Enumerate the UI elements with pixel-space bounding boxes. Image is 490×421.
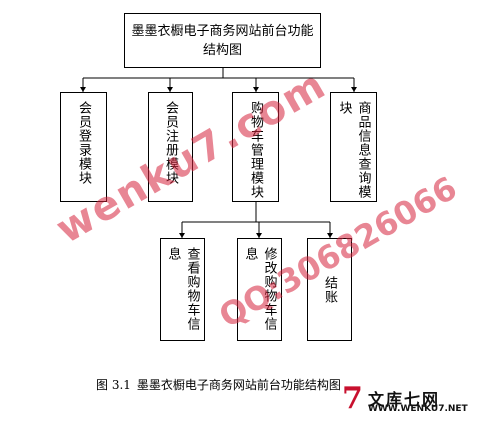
logo-url: WWW.WENKU7.NET [368,404,468,414]
submodule-checkout: 结账 [307,238,352,341]
module-label: 会员注册模块 [163,101,178,185]
module-label: 商品信息查询模块 [336,101,371,199]
module-product-search: 商品信息查询模块 [330,92,377,202]
module-cart-management: 购物车管理模块 [232,92,279,202]
logo-name: 文库七网 [368,390,441,409]
submodule-label: 结账 [322,275,337,304]
submodule-label: 查看购物车信息 [165,247,200,331]
root-node: 墨墨衣橱电子商务网站前台功能结构图 [124,13,321,68]
figure-caption: 图 3.1 墨墨衣橱电子商务网站前台功能结构图 [96,376,341,393]
figure-number: 图 3.1 [96,378,131,392]
submodule-label: 修改购物车信息 [242,247,277,331]
module-member-login: 会员登录模块 [60,92,107,202]
module-label: 会员登录模块 [76,101,91,185]
submodule-edit-cart: 修改购物车信息 [237,238,282,341]
wenku7-logo: 7 文库七网 WWW.WENKU7.NET [342,384,482,418]
root-label: 墨墨衣橱电子商务网站前台功能结构图 [131,23,314,58]
submodule-view-cart: 查看购物车信息 [160,238,205,341]
logo-mark-icon: 7 [342,381,363,416]
module-label: 购物车管理模块 [248,101,263,199]
module-member-register: 会员注册模块 [148,92,193,202]
figure-title: 墨墨衣橱电子商务网站前台功能结构图 [136,378,341,392]
